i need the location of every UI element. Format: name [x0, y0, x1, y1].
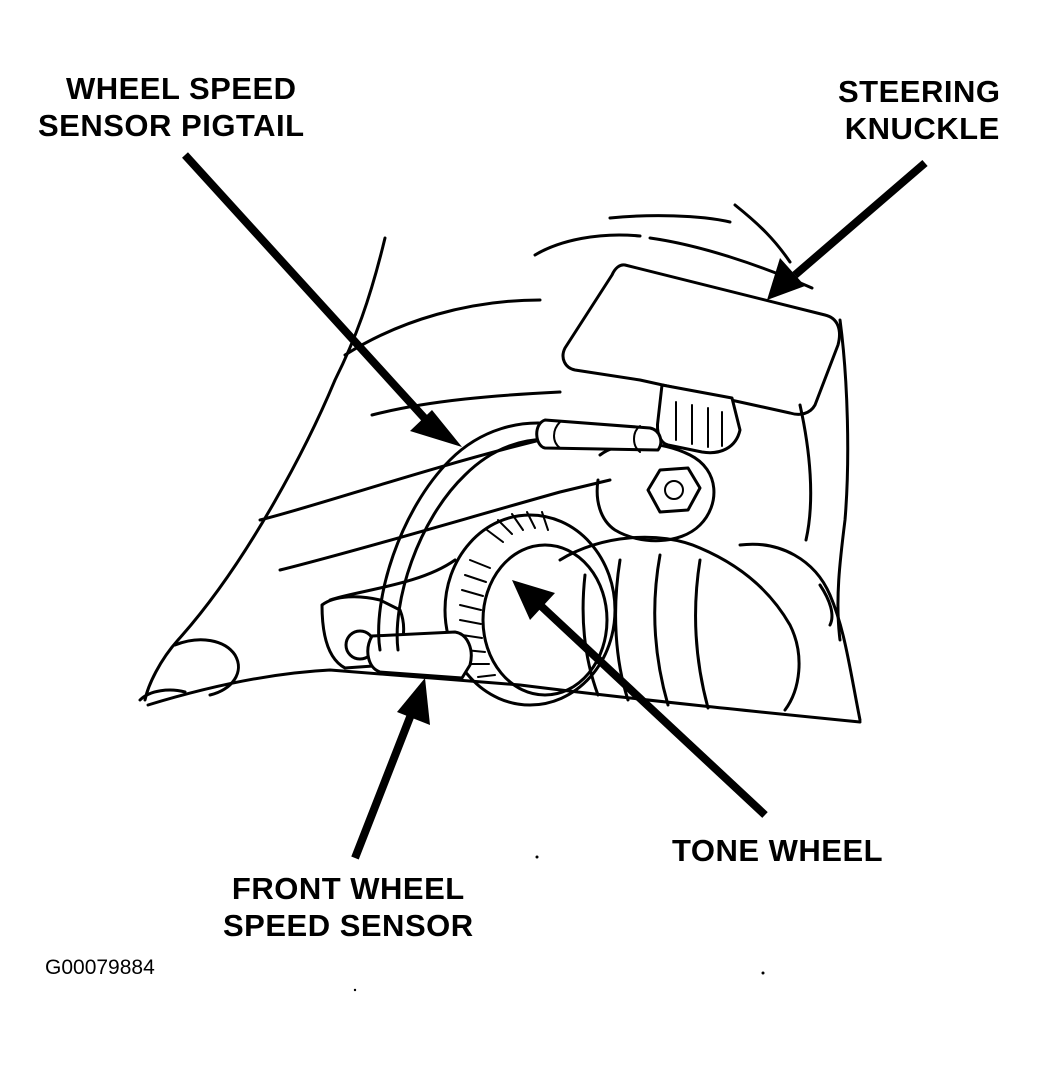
label-line: WHEEL SPEED: [65, 71, 297, 106]
label-line: STEERING: [838, 74, 1001, 109]
label-line: FRONT WHEEL: [231, 871, 465, 906]
label-line: SPEED SENSOR: [223, 908, 474, 943]
pigtail-cable: [377, 421, 562, 652]
upper-arm-curve: [343, 298, 562, 417]
leader-pigtail: [182, 152, 462, 447]
axle-end: [818, 583, 834, 627]
connector-detail: [675, 401, 723, 448]
cv-boot-outer: [738, 542, 862, 722]
left-hub-shape: [138, 638, 240, 702]
leader-knuckle: [767, 159, 928, 300]
label-line: TONE WHEEL: [672, 833, 884, 868]
bolt-center: [664, 480, 684, 500]
speck: [353, 988, 357, 992]
control-arm: [258, 423, 612, 572]
leader-sensor: [351, 678, 430, 860]
tone-wheel-teeth: [459, 511, 549, 678]
label-line: KNUCKLE: [844, 111, 1000, 146]
label-front-wheel-speed-sensor: FRONT WHEEL SPEED SENSOR: [223, 870, 474, 944]
wheel-speed-sensor: [366, 630, 473, 680]
knuckle-right-edge: [798, 318, 850, 642]
label-steering-knuckle: STEERING KNUCKLE: [838, 73, 1000, 147]
cv-boot: [558, 535, 801, 712]
label-wheel-speed-sensor-pigtail: WHEEL SPEED SENSOR PIGTAIL: [38, 70, 305, 144]
label-line: SENSOR PIGTAIL: [38, 108, 305, 143]
hub-bolt: [646, 466, 702, 514]
leader-tone-wheel: [512, 580, 768, 818]
speck: [535, 855, 539, 859]
speck: [761, 971, 765, 975]
pigtail-connector: [656, 383, 742, 455]
control-arm-end: [328, 558, 457, 602]
label-tone-wheel: TONE WHEEL: [672, 832, 883, 869]
knuckle-upper-curve: [533, 214, 732, 257]
tone-wheel-inner: [481, 543, 609, 697]
grommet-end: [553, 421, 641, 453]
fender-outline: [143, 236, 387, 702]
pigtail-grommet: [535, 418, 663, 452]
pigtail-cable-inner: [395, 437, 562, 652]
figure-id: G00079884: [45, 956, 155, 979]
